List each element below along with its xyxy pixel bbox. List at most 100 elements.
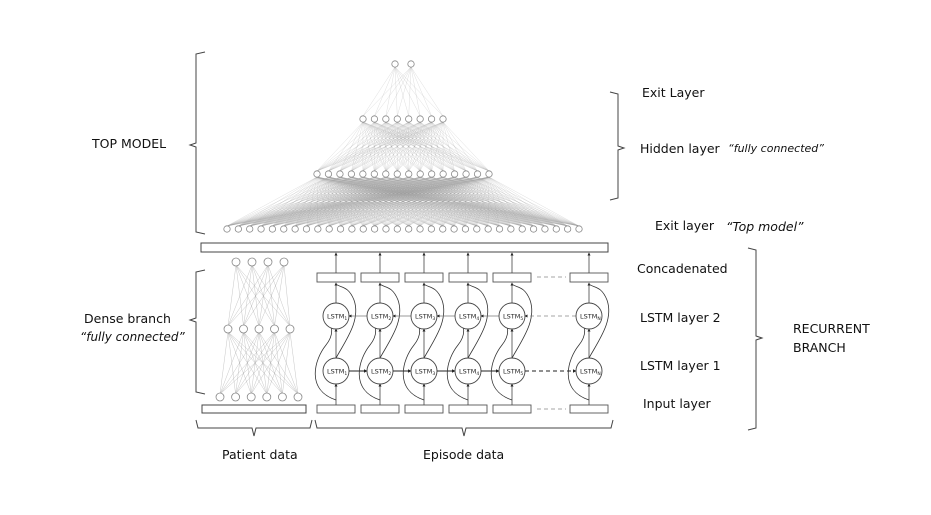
lstm-layer-1-label: LSTM layer 1 bbox=[640, 358, 721, 373]
connection bbox=[226, 176, 455, 227]
connection bbox=[340, 176, 490, 227]
concat-box bbox=[569, 272, 609, 283]
connection bbox=[394, 66, 444, 117]
connection bbox=[328, 121, 444, 172]
connection bbox=[316, 121, 444, 172]
recurrent-branch-bracket bbox=[747, 247, 764, 431]
connection bbox=[362, 66, 396, 117]
input-layer-label: Input layer bbox=[643, 396, 711, 411]
connection bbox=[226, 176, 432, 227]
patient-data-label: Patient data bbox=[222, 447, 298, 462]
hidden-layer-note: “fully connected” bbox=[728, 142, 824, 155]
connection bbox=[339, 121, 444, 172]
dense-node bbox=[231, 257, 241, 267]
connection bbox=[219, 331, 244, 395]
concat-box bbox=[448, 272, 488, 283]
connection bbox=[226, 176, 398, 227]
dense-node bbox=[277, 392, 287, 402]
top-model-node bbox=[405, 170, 413, 178]
top-model-node bbox=[439, 170, 447, 178]
connection bbox=[488, 176, 534, 227]
hidden-layer-label: Hidden layer bbox=[640, 141, 720, 156]
lstm-cell-label: LSTM3 bbox=[415, 313, 435, 323]
concatenated-label: Concadenated bbox=[637, 261, 728, 276]
skip-connection bbox=[467, 283, 489, 359]
connection bbox=[488, 176, 523, 227]
input-box bbox=[569, 404, 609, 414]
dense-branch-note: “fully connected” bbox=[80, 330, 185, 344]
concat-box bbox=[360, 272, 400, 283]
exit-layer-top-label: Exit Layer bbox=[642, 85, 705, 100]
connection bbox=[316, 121, 409, 172]
connection bbox=[419, 176, 490, 227]
top-model-node bbox=[313, 170, 321, 178]
connection bbox=[235, 264, 244, 327]
top-model-node bbox=[450, 225, 458, 233]
top-model-node bbox=[382, 170, 390, 178]
hidden-layer-bracket bbox=[609, 91, 626, 201]
dense-node bbox=[239, 324, 248, 334]
connection bbox=[282, 331, 291, 395]
top-model-node bbox=[234, 225, 242, 233]
connection bbox=[488, 176, 580, 227]
connection bbox=[226, 176, 421, 227]
connection bbox=[420, 121, 444, 172]
connection bbox=[453, 176, 490, 227]
lstm2-cell bbox=[575, 302, 603, 330]
connection bbox=[394, 66, 398, 117]
top-model-node bbox=[405, 115, 413, 123]
connection bbox=[408, 176, 490, 227]
episode-data-bracket bbox=[314, 419, 614, 437]
lstm-cell-label: LSTM4 bbox=[459, 368, 479, 378]
connection bbox=[374, 121, 444, 172]
skip-connection bbox=[423, 283, 445, 359]
dense-branch-network bbox=[215, 257, 303, 402]
top-model-node bbox=[495, 225, 504, 233]
connection bbox=[488, 176, 568, 227]
connection bbox=[219, 331, 291, 395]
lstm-cell-label: LSTM2 bbox=[371, 313, 391, 323]
connection bbox=[226, 176, 329, 227]
connection bbox=[226, 176, 467, 227]
top-model-node bbox=[473, 170, 482, 178]
connection bbox=[219, 331, 275, 395]
top-model-node bbox=[291, 225, 299, 233]
lstm-cell-label: LSTM5 bbox=[503, 313, 523, 323]
top-model-node bbox=[529, 225, 538, 233]
top-model-node bbox=[427, 225, 435, 233]
top-model-node bbox=[439, 115, 447, 123]
top-model-node bbox=[246, 225, 254, 233]
connection bbox=[235, 331, 291, 395]
top-model-node bbox=[564, 225, 572, 233]
patient-input-bar bbox=[201, 404, 307, 414]
top-model-node bbox=[439, 225, 447, 233]
connection bbox=[431, 121, 444, 172]
top-model-network bbox=[223, 60, 583, 233]
dense-node bbox=[254, 324, 264, 334]
connection bbox=[261, 176, 490, 227]
top-model-input-bar bbox=[200, 242, 609, 253]
connection bbox=[316, 121, 432, 172]
top-model-node bbox=[370, 115, 379, 123]
skip-connection bbox=[379, 283, 401, 359]
connection bbox=[488, 176, 546, 227]
connection bbox=[226, 176, 340, 227]
connection bbox=[351, 176, 490, 227]
top-model-node bbox=[359, 170, 367, 178]
connection bbox=[442, 176, 490, 227]
top-model-node bbox=[428, 170, 436, 178]
connection bbox=[397, 66, 412, 117]
top-model-node bbox=[371, 225, 379, 233]
top-model-node bbox=[382, 225, 390, 233]
top-model-node bbox=[223, 225, 231, 233]
top-model-node bbox=[405, 225, 413, 233]
top-model-node bbox=[359, 115, 367, 123]
connection bbox=[374, 66, 396, 117]
top-model-node bbox=[484, 225, 492, 233]
top-model-node bbox=[416, 225, 424, 233]
top-model-node bbox=[575, 225, 583, 233]
connection bbox=[488, 176, 557, 227]
connection bbox=[226, 176, 478, 227]
dense-node bbox=[293, 392, 303, 402]
connection bbox=[226, 176, 375, 227]
